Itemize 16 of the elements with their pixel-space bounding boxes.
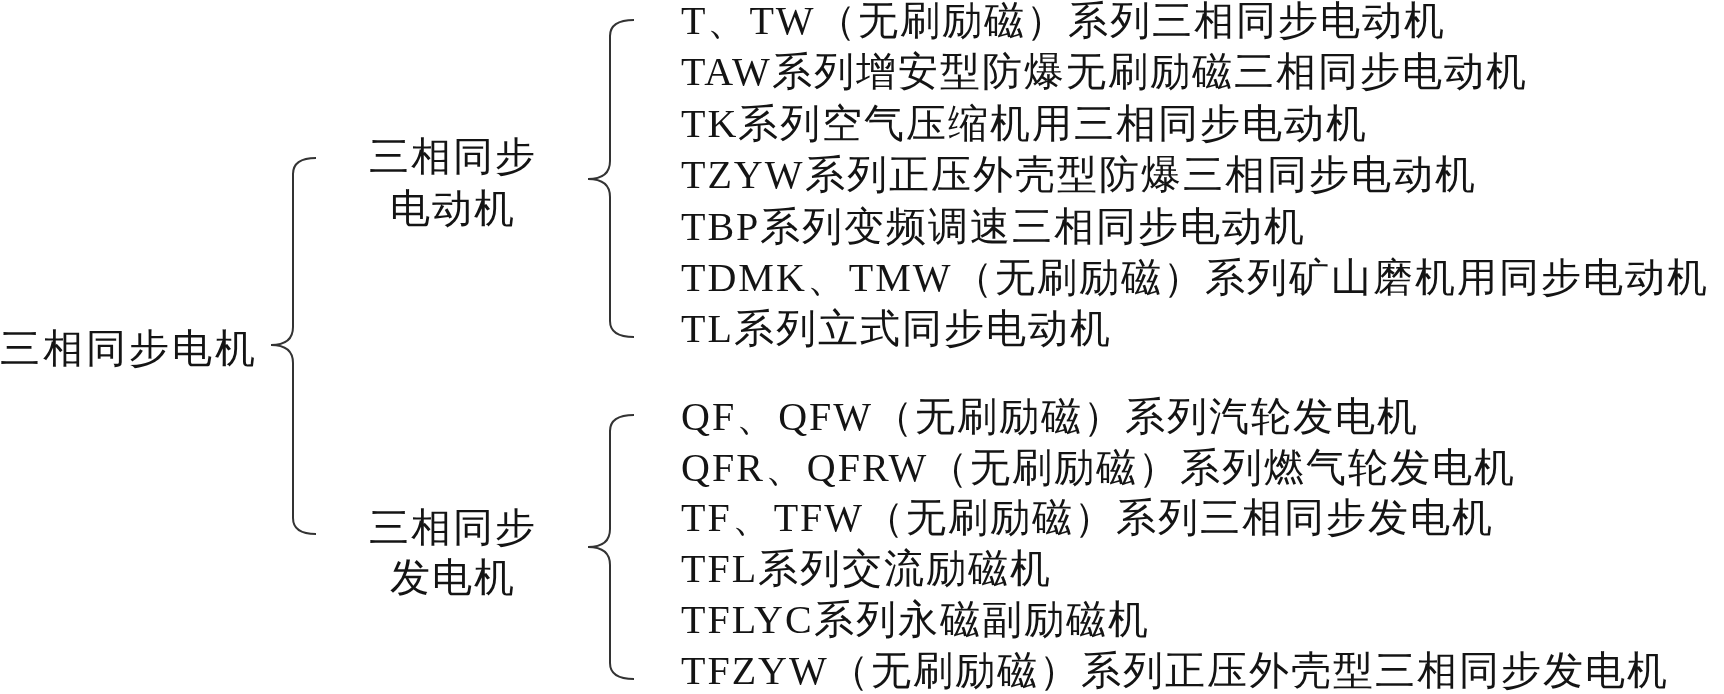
item-label: TBP系列变频调速三相同步电动机 bbox=[681, 205, 1307, 248]
group-label: 三相同步发电机 bbox=[368, 503, 538, 602]
item-label: T、TW（无刷励磁）系列三相同步电动机 bbox=[681, 0, 1446, 42]
item-label: TZYW系列正压外壳型防爆三相同步电动机 bbox=[681, 154, 1477, 197]
item-label: TDMK、TMW（无刷励磁）系列矿山磨机用同步电动机 bbox=[681, 257, 1709, 299]
category-label: 三相同步电机 bbox=[0, 324, 258, 372]
item-label: QF、QFW（无刷励磁）系列汽轮发电机 bbox=[681, 396, 1420, 438]
item-label: TF、TFW（无刷励磁）系列三相同步发电机 bbox=[681, 497, 1495, 540]
item-label: QFR、QFRW（无刷励磁）系列燃气轮发电机 bbox=[681, 446, 1517, 489]
item-label: TAW系列增安型防爆无刷励磁三相同步电动机 bbox=[681, 51, 1528, 94]
item-label: TFLYC系列永磁副励磁机 bbox=[681, 598, 1150, 641]
item-label: TK系列空气压缩机用三相同步电动机 bbox=[681, 102, 1369, 145]
item-label: TFL系列交流励磁机 bbox=[681, 548, 1053, 591]
item-label: TFZYW（无刷励磁）系列正压外壳型三相同步发电机 bbox=[681, 649, 1669, 692]
group-label: 三相同步电动机 bbox=[368, 132, 538, 233]
item-label: TL系列立式同步电动机 bbox=[681, 308, 1112, 351]
